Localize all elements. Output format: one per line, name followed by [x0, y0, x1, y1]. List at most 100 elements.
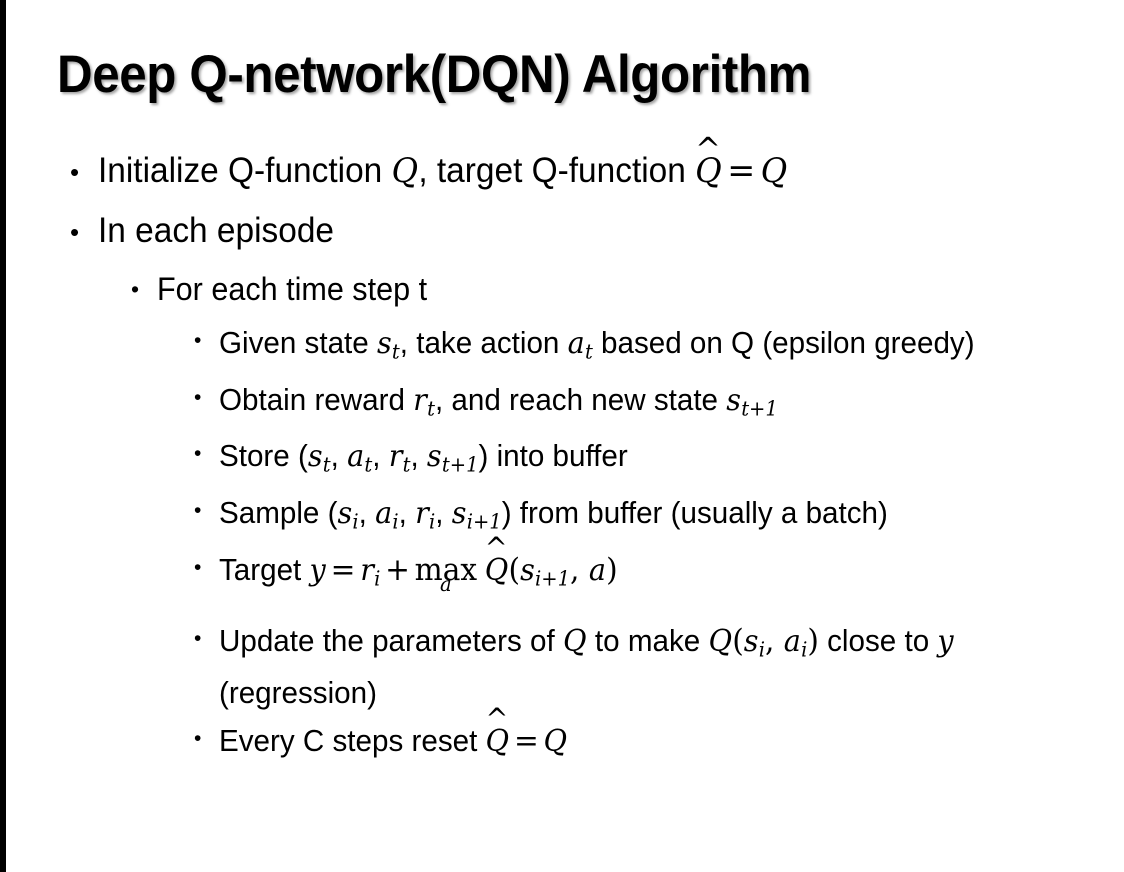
hat-accent: ^ — [484, 531, 508, 565]
slide-body-bullet-list: • Initialize Q-function Q, target Q-func… — [0, 133, 1124, 768]
math-var-s2: s — [426, 439, 442, 475]
text-run: ) into buffer — [478, 438, 628, 474]
text-run: , — [410, 438, 427, 474]
bullet-marker: • — [194, 555, 202, 579]
bullet-sample-tuple-text: Sample (si, ai, ri, si+1) from buffer (u… — [219, 491, 1069, 544]
math-sub-i: i — [352, 509, 359, 534]
text-run: , take action — [399, 325, 568, 360]
text-run: Obtain reward — [219, 381, 414, 417]
text-run: , target Q-function — [418, 151, 696, 190]
math-sub-i-plus-1: i+1 — [466, 509, 502, 534]
math-equals: = — [727, 151, 756, 191]
bullet-obtain-reward: • Obtain reward rt, and reach new state … — [0, 378, 1124, 431]
bullet-marker: • — [194, 385, 202, 409]
bullet-marker: • — [131, 276, 140, 302]
math-var-r: r — [415, 496, 430, 532]
math-sub-t: t — [322, 453, 331, 478]
math-var-a: a — [567, 326, 585, 361]
math-sub-i: i — [392, 509, 399, 534]
math-sub-i: i — [374, 566, 381, 591]
text-run: , — [435, 495, 452, 531]
math-plus: + — [385, 551, 410, 588]
text-run: Update the parameters of — [219, 622, 563, 658]
math-var-s: s — [726, 382, 742, 418]
math-sub-t: t — [402, 453, 411, 478]
math-sub-t: t — [584, 339, 593, 364]
math-var-q-hat: ^Q — [695, 133, 722, 194]
math-var-q2: Q — [760, 151, 788, 191]
hat-accent: ^ — [695, 130, 721, 169]
math-var-r: r — [413, 382, 428, 418]
bullet-update-parameters-text: Update the parameters of Q to make Q(si,… — [219, 619, 1069, 716]
text-run: , — [398, 495, 416, 531]
bullet-given-state-text: Given state st, take action at based on … — [219, 321, 1069, 374]
text-run: Target — [219, 551, 310, 587]
text-run: ) from buffer (usually a batch) — [501, 495, 888, 531]
math-var-a: a — [588, 552, 607, 588]
text-run: close to — [818, 622, 938, 658]
math-var-q: Q — [543, 724, 568, 760]
math-var-s: s — [337, 496, 353, 532]
bullet-each-episode: • In each episode — [0, 208, 1124, 254]
hat-accent: ^ — [485, 703, 509, 737]
text-run: to make — [586, 622, 709, 658]
bullet-initialize: • Initialize Q-function Q, target Q-func… — [0, 133, 1124, 194]
bullet-marker: • — [70, 157, 80, 187]
math-var-q-base: Q — [695, 151, 722, 191]
text-run: , and reach new state — [434, 381, 727, 417]
bullet-update-parameters: • Update the parameters of Q to make Q(s… — [0, 619, 1124, 716]
text-run: (regression) — [219, 675, 377, 711]
bullet-marker: • — [194, 442, 202, 466]
bullet-reset-target-network-text: Every C steps reset ^Q=Q — [219, 706, 1069, 764]
bullet-reset-target-network: • Every C steps reset ^Q=Q — [0, 706, 1124, 764]
text-run: Initialize Q-function — [98, 151, 392, 190]
bullet-each-time-step: • For each time step t — [0, 268, 1124, 311]
bullet-store-tuple: • Store (st, at, rt, st+1) into buffer — [0, 434, 1124, 487]
math-sub-i: i — [758, 637, 765, 662]
math-sub-i: i — [801, 637, 808, 662]
math-var-q-hat: ^Q — [485, 534, 509, 593]
math-var-a: a — [783, 623, 802, 659]
bullet-store-tuple-text: Store (st, at, rt, st+1) into buffer — [219, 434, 1069, 487]
text-run: based on Q (epsilon greedy) — [592, 325, 975, 360]
math-paren-open: ( — [508, 551, 521, 588]
math-max-subscript-a: a — [440, 572, 452, 597]
math-sub-t: t — [364, 453, 373, 478]
bullet-marker: • — [194, 329, 202, 352]
math-equals: = — [330, 551, 356, 588]
text-run: Store ( — [219, 438, 308, 474]
math-comma: , — [570, 551, 589, 588]
bullet-each-episode-text: In each episode — [98, 211, 335, 250]
slide-title: Deep Q-network(DQN) Algorithm — [57, 45, 812, 104]
math-var-s: s — [307, 439, 323, 475]
math-sub-i-plus-1: i+1 — [535, 566, 571, 591]
math-var-q-hat: ^Q — [486, 706, 510, 764]
math-paren-close: ) — [807, 622, 819, 659]
math-var-r: r — [360, 552, 375, 588]
math-var-r: r — [388, 439, 403, 475]
bullet-given-state: • Given state st, take action at based o… — [0, 321, 1124, 374]
text-run: Every C steps reset — [219, 723, 486, 759]
bullet-marker: • — [194, 626, 202, 650]
text-run: Sample ( — [219, 495, 338, 531]
math-var-y: y — [937, 623, 954, 659]
math-var-q: Q — [391, 151, 419, 191]
bullet-sample-tuple: • Sample (si, ai, ri, si+1) from buffer … — [0, 491, 1124, 544]
math-paren-open: ( — [732, 622, 744, 659]
math-var-q: Q — [562, 623, 587, 659]
math-var-s2: s — [451, 496, 467, 532]
text-run: Given state — [219, 325, 377, 360]
bullet-each-time-step-text: For each time step t — [157, 271, 428, 307]
bullet-marker: • — [194, 727, 202, 751]
text-run: , — [372, 438, 389, 474]
math-sub-t: t — [427, 396, 435, 421]
math-comma: , — [764, 622, 784, 659]
math-var-q2: Q — [708, 623, 733, 659]
math-equals: = — [514, 723, 539, 760]
math-var-s: s — [520, 552, 536, 588]
math-var-y: y — [309, 552, 326, 588]
math-sub-t: t — [391, 339, 400, 364]
